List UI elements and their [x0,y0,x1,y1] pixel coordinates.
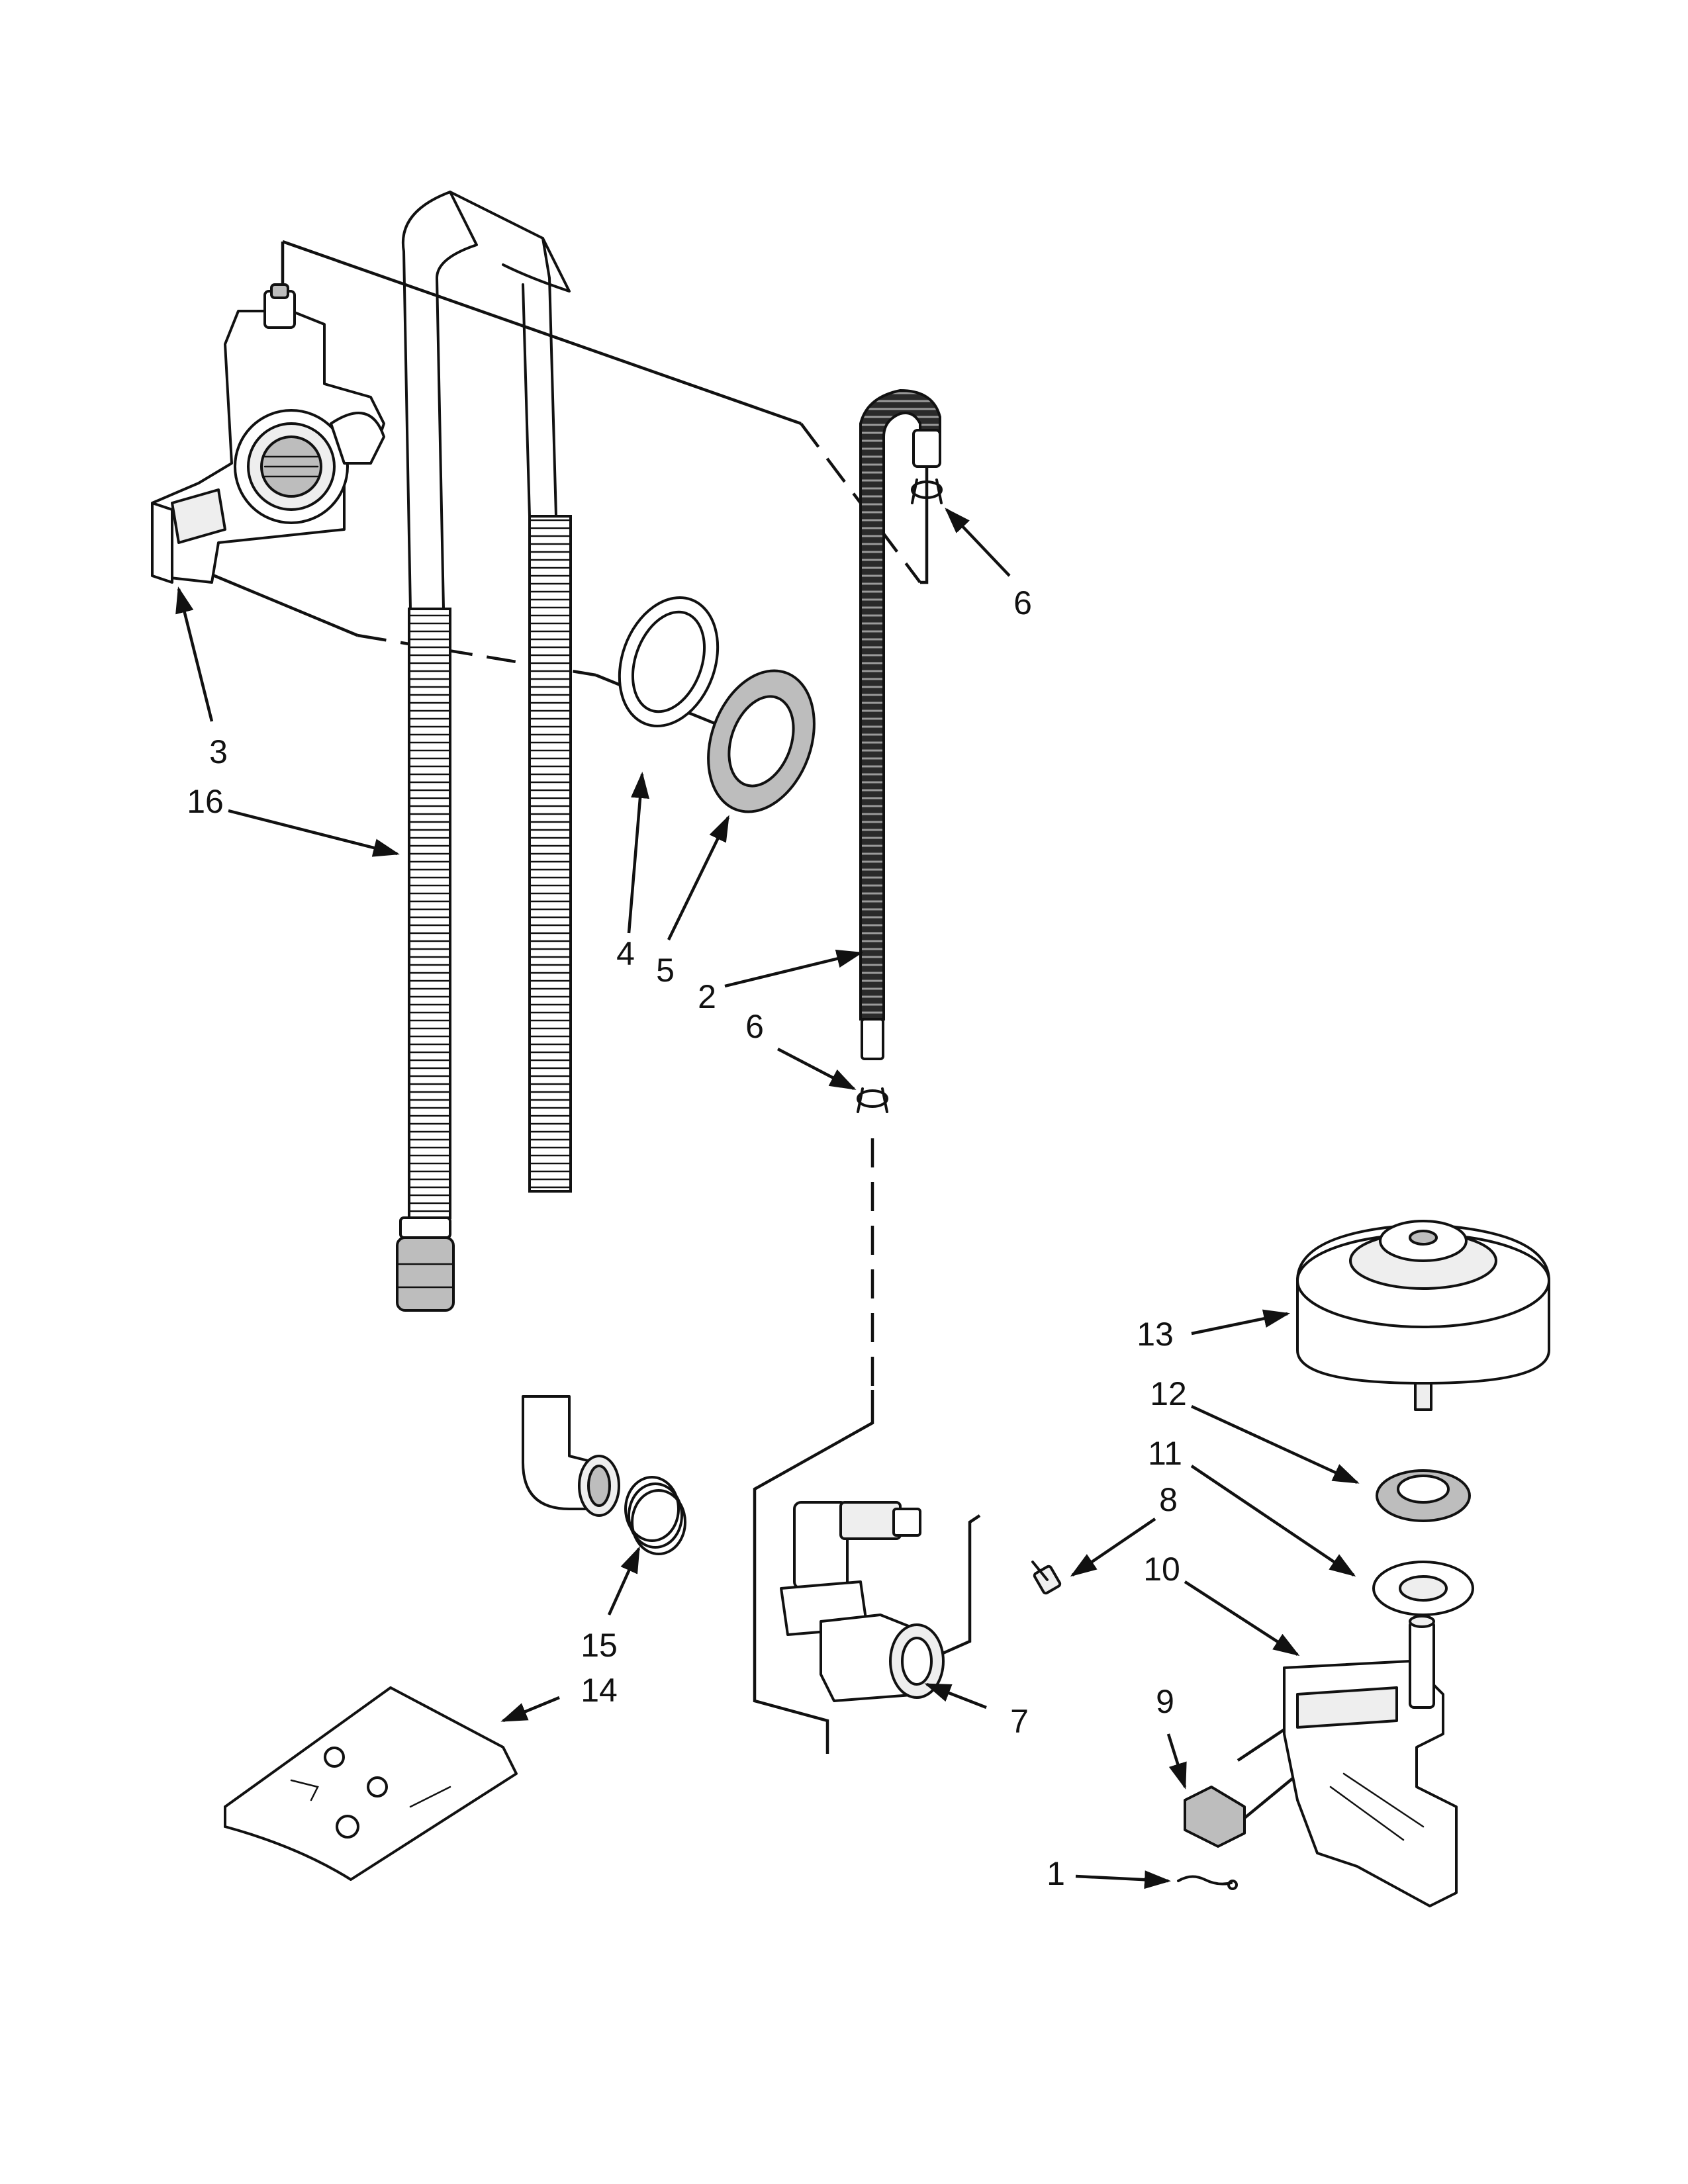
callout-10: 10 [1143,1551,1180,1588]
hardware-bag-part-14 [224,1686,518,1881]
callout-arrows [175,508,1360,1889]
float-bracket-part-10 [1283,1615,1458,1907]
callout-1: 1 [1047,1855,1065,1892]
drain-hose-part-16 [396,191,620,1517]
callout-12: 12 [1150,1375,1187,1412]
hose-clamp-part-6-lower [857,1087,888,1113]
gasket-part-4 [618,596,720,727]
callout-5: 5 [656,952,675,989]
float-part-13 [1296,1220,1550,1411]
callout-4: 4 [616,935,635,972]
nut-part-12 [1376,1469,1471,1522]
washer-part-11 [1372,1561,1474,1616]
callout-2: 2 [698,978,716,1015]
callout-6a: 6 [1013,584,1032,621]
screw-part-8 [1031,1561,1062,1595]
callout-8: 8 [1159,1481,1178,1518]
callout-6b: 6 [745,1008,764,1045]
callout-13: 13 [1137,1316,1174,1353]
wire-part-1 [1177,1875,1238,1890]
water-valve-part-7 [780,1501,945,1702]
callout-7: 7 [1010,1703,1029,1740]
callout-3: 3 [209,733,228,770]
callout-11: 11 [1148,1435,1182,1472]
hose-clamp-part-6-upper [911,478,943,504]
alignment-lines [198,240,1332,1841]
callout-15: 15 [581,1627,618,1664]
clamp-part-15 [624,1476,686,1555]
callout-9: 9 [1156,1683,1174,1720]
nut-part-5 [707,669,816,813]
callout-labels: 3 16 4 5 6 2 6 13 12 11 8 10 7 15 14 9 1 [187,584,1187,1892]
callout-14: 14 [581,1672,618,1709]
fill-hose-part-2 [859,388,941,1060]
drain-housing-part-3 [151,283,385,584]
callout-16: 16 [187,783,224,820]
switch-part-9 [1184,1786,1246,1848]
